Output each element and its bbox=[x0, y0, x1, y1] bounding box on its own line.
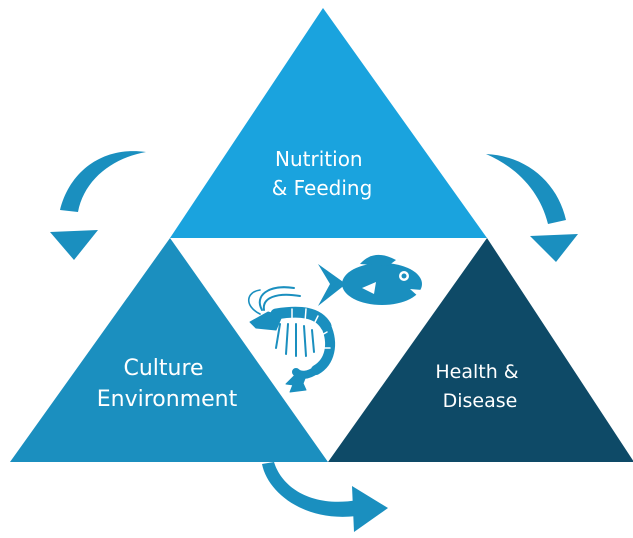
culture-environment-label: Culture Environment bbox=[97, 356, 238, 412]
health-label-line2: Disease bbox=[443, 390, 518, 412]
arrow-upper-left bbox=[50, 151, 146, 260]
nutrition-feeding-label: Nutrition & Feeding bbox=[272, 147, 373, 200]
arrow-upper-right bbox=[486, 154, 578, 262]
health-disease-label: Health & Disease bbox=[435, 361, 524, 412]
culture-environment-triangle bbox=[10, 238, 328, 462]
health-label-line1: Health & bbox=[435, 361, 518, 383]
nutrition-feeding-triangle bbox=[170, 8, 487, 238]
arrow-bottom bbox=[262, 462, 388, 532]
nutrition-label-line1: Nutrition bbox=[275, 147, 363, 171]
health-disease-triangle bbox=[328, 238, 633, 462]
nutrition-label-line2: & Feeding bbox=[272, 176, 373, 200]
culture-label-line1: Culture bbox=[123, 356, 203, 381]
culture-label-line2: Environment bbox=[97, 387, 238, 412]
shrimp-icon bbox=[247, 286, 336, 393]
fish-icon bbox=[318, 254, 422, 306]
